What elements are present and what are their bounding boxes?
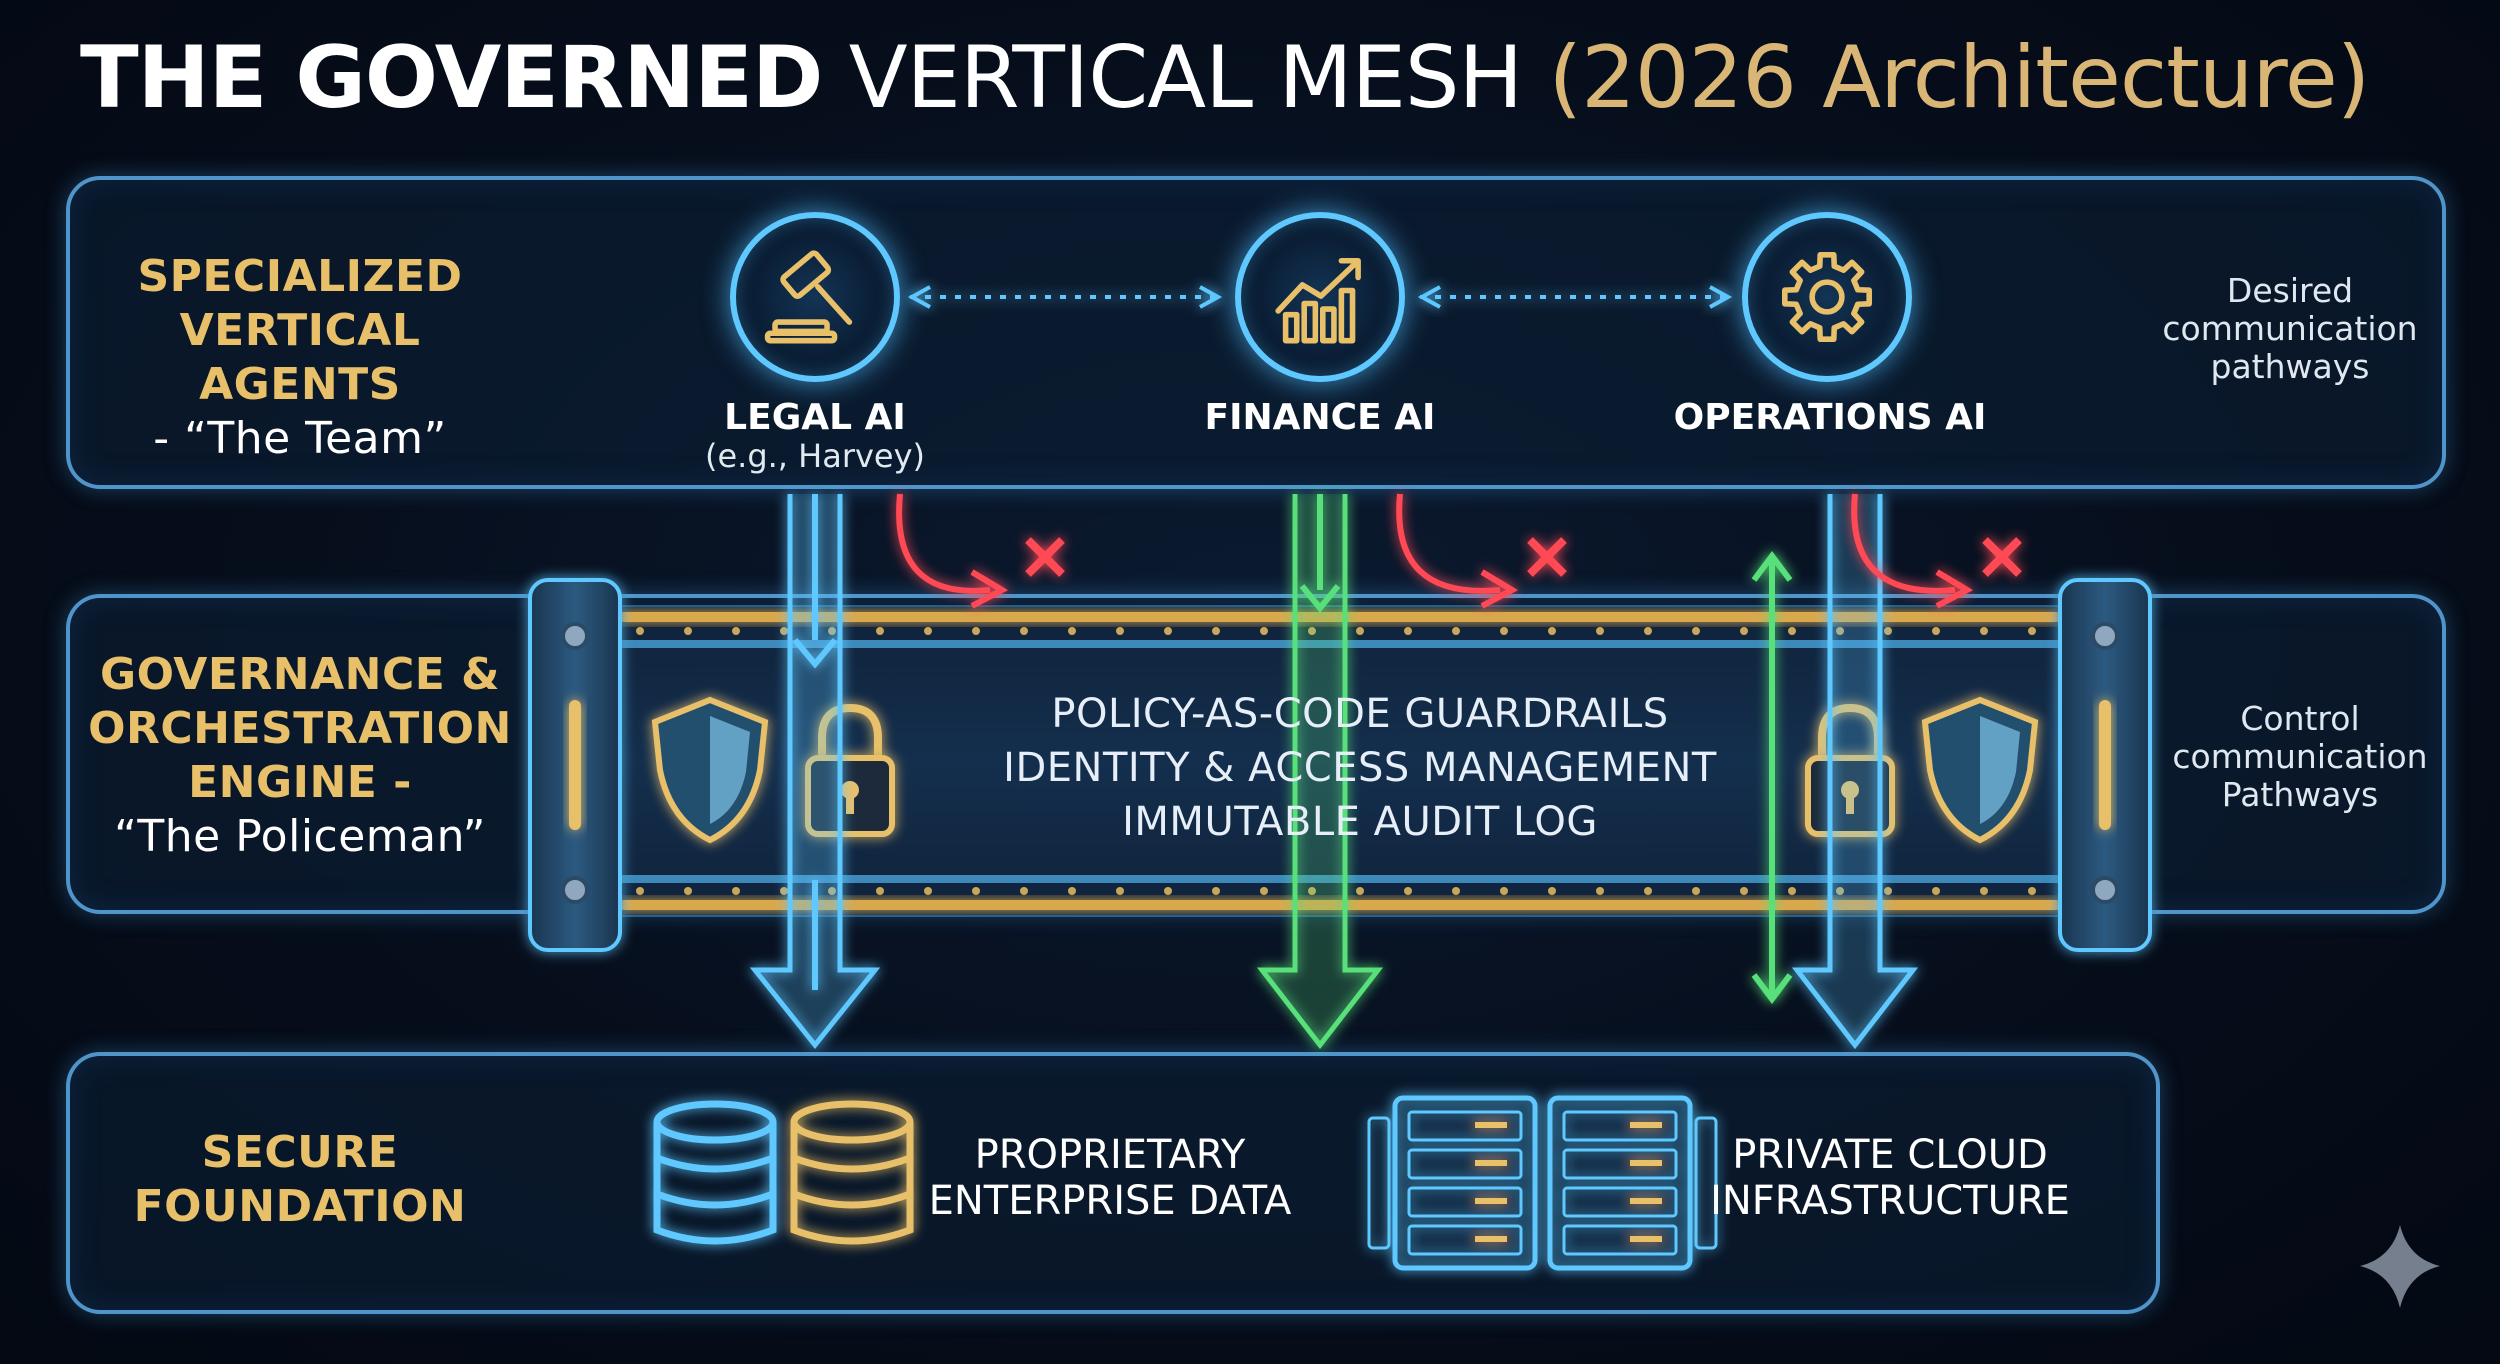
legal-agent-name: LEGAL AI — [724, 397, 906, 438]
page-title: THE GOVERNED VERTICAL MESH (2026 Archite… — [80, 28, 2371, 128]
enterprise-data-label: PROPRIETARY ENTERPRISE DATA — [920, 1132, 1300, 1224]
blocked-path-legal — [896, 493, 1065, 609]
policy-guardrails: POLICY-AS-CODE GUARDRAILS — [1051, 691, 1669, 737]
gavel-icon — [764, 250, 853, 344]
growth-chart-icon — [1275, 257, 1361, 344]
private-cloud-label: PRIVATE CLOUD INFRASTRUCTURE — [1700, 1132, 2080, 1224]
enterprise-data-line1: PROPRIETARY — [974, 1132, 1246, 1178]
finance-agent-node[interactable] — [1235, 212, 1405, 382]
foundation-layer-label: SECURE FOUNDATION — [80, 1126, 520, 1234]
agents-label-line2: VERTICAL AGENTS — [179, 305, 421, 410]
agents-layer-label: SPECIALIZED VERTICAL AGENTS - “The Team” — [80, 250, 520, 466]
desired-pathways-note: Desired communication pathways — [2162, 271, 2418, 386]
agents-label-line1: SPECIALIZED — [137, 251, 463, 302]
title-part-bold: THE GOVERNED — [80, 28, 823, 128]
governance-label-line3: ENGINE - — [188, 757, 412, 808]
blocked-path-operations — [1851, 493, 2022, 609]
private-cloud-line2: INFRASTRUCTURE — [1710, 1178, 2070, 1224]
foundation-label-line2: FOUNDATION — [133, 1181, 467, 1232]
operations-agent-node[interactable] — [1742, 212, 1912, 382]
governance-layer-label: GOVERNANCE & ORCHESTRATION ENGINE - “The… — [80, 648, 520, 864]
policy-iam: IDENTITY & ACCESS MANAGEMENT — [1003, 745, 1717, 791]
governance-label-line2: ORCHESTRATION — [88, 703, 512, 754]
operations-agent-name: OPERATIONS AI — [1673, 397, 1987, 438]
agents-label-line3: - “The Team” — [153, 413, 447, 464]
title-part-year: (2026 Architecture) — [1548, 28, 2371, 128]
policy-audit-log: IMMUTABLE AUDIT LOG — [1122, 799, 1598, 845]
finance-agent-name: FINANCE AI — [1204, 397, 1436, 438]
title-part-main: VERTICAL MESH — [822, 28, 1549, 128]
private-cloud-line1: PRIVATE CLOUD — [1732, 1132, 2048, 1178]
legal-agent-node[interactable] — [730, 212, 900, 382]
governance-label-line1: GOVERNANCE & — [99, 649, 501, 700]
legal-agent-example: (e.g., Harvey) — [704, 437, 926, 475]
governance-label-line4: “The Policeman” — [114, 811, 486, 862]
control-pathways-note: Control communication Pathways — [2172, 699, 2428, 814]
foundation-layer — [66, 1052, 2160, 1314]
enterprise-data-line2: ENTERPRISE DATA — [928, 1178, 1292, 1224]
gear-icon — [1782, 252, 1872, 342]
foundation-label-line1: SECURE — [201, 1127, 399, 1178]
sparkle-icon — [2360, 1225, 2440, 1308]
blocked-path-finance — [1396, 493, 1567, 609]
